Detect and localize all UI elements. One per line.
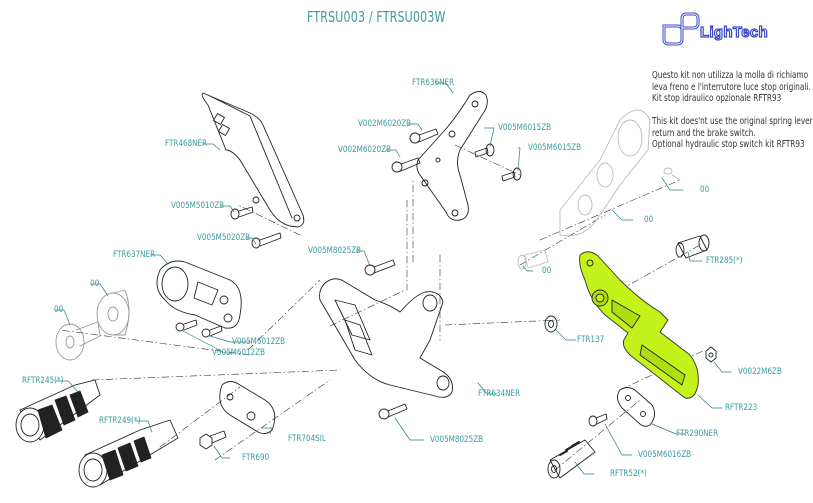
bolt-v005m6015zb-2: [501, 167, 522, 182]
bolt-v002m6020zb-1: [409, 128, 439, 144]
part-label: FTR636NER: [412, 78, 455, 88]
bolt-v005m8025zb-bottom: [378, 403, 408, 420]
part-label: RFTR52(*): [610, 469, 647, 479]
part-label: FTR634NER: [478, 389, 521, 399]
bolt-v005m6012zb-2: [201, 325, 223, 338]
note-line: Kit stop idraulico opzionale RFTR93: [652, 93, 782, 105]
part-label: V005M6016ZB: [638, 450, 692, 460]
brake-lever-rftr223: [579, 251, 699, 399]
note-line: return and the brake switch.: [652, 127, 756, 139]
bolt-v005m6015zb-1: [474, 143, 495, 158]
part-ftr637ner: [156, 260, 242, 329]
footpeg-rftr245: [15, 379, 101, 443]
part-label: FTR468NER: [165, 139, 208, 149]
part-label: FTR637NER: [113, 250, 156, 260]
spacer-00: [96, 289, 130, 336]
pin-00: [55, 321, 101, 361]
note-line: This kit does'nt use the original spring…: [652, 116, 813, 127]
part-label: FTR290NER: [676, 429, 719, 439]
diagram-title: FTRSU003 / FTRSU003W: [307, 8, 446, 26]
part-ftr704sil: [219, 381, 276, 435]
footpeg-rftr52: [547, 439, 596, 479]
part-label: V005M5010ZB: [171, 201, 225, 211]
part-label: V005M5020ZB: [197, 233, 251, 243]
washer-ftr137: [544, 315, 558, 333]
part-label: RFTR249(*): [99, 416, 141, 426]
part-label: RFTR223: [725, 403, 758, 413]
note-english: This kit does'nt use the original spring…: [652, 116, 813, 151]
part-label: 00: [700, 185, 710, 195]
part-label: V005M6015ZB: [498, 123, 552, 133]
lightech-logo-icon: [662, 12, 700, 46]
part-label: 00: [54, 305, 64, 315]
part-label: FTR285(*): [706, 256, 743, 266]
part-label: 00: [90, 279, 100, 289]
part-ftr468ner: [201, 92, 305, 228]
note-italian: Questo kit non utilizza la molla di rich…: [652, 70, 811, 105]
brand-name: LighTech: [699, 23, 768, 41]
note-line: leva freno e l'interrutore luce stop ori…: [652, 81, 811, 93]
part-label: FTR704SIL: [288, 434, 326, 444]
part-label: V005M6015ZB: [528, 143, 582, 153]
part-label: V005M6012ZB: [212, 348, 266, 358]
bolt-v005m6016zb: [588, 413, 608, 427]
pin-ftr285: [675, 234, 710, 259]
bolt-v005m6012zb-1: [175, 319, 198, 332]
part-label: V0022M6ZB: [738, 367, 782, 377]
part-label: RFTR245(*): [22, 376, 64, 386]
bolt-v005m5010zb: [230, 206, 254, 220]
nut-v0022m6zb: [705, 346, 717, 363]
master-cylinder: [517, 109, 681, 270]
bolt-v002m6020zb-2: [391, 157, 421, 173]
part-label: V005M6012ZB: [232, 337, 286, 347]
part-label: FTR137: [577, 335, 605, 345]
part-ftr290ner: [617, 387, 655, 427]
part-ftr636ner: [416, 91, 488, 221]
bolt-v005m8025zb-top: [364, 259, 396, 276]
part-label: V005M8025ZB: [308, 246, 362, 256]
part-label: V002M6020ZB: [358, 119, 412, 129]
note-line: Questo kit non utilizza la molla di rich…: [652, 70, 809, 81]
note-line: Optional hydraulic stop switch kit RFTR9…: [652, 139, 805, 151]
part-label: 00: [542, 266, 552, 276]
bolt-ftr690: [199, 430, 227, 450]
part-label: V005M8025ZB: [430, 435, 484, 445]
part-ftr634ner: [319, 278, 453, 398]
part-label: V002M6020ZB: [338, 145, 392, 155]
bolt-v005m5020zb: [251, 232, 282, 249]
part-label: 00: [644, 215, 654, 225]
footpeg-rftr249: [78, 419, 179, 488]
part-label: FTR690: [242, 453, 270, 463]
